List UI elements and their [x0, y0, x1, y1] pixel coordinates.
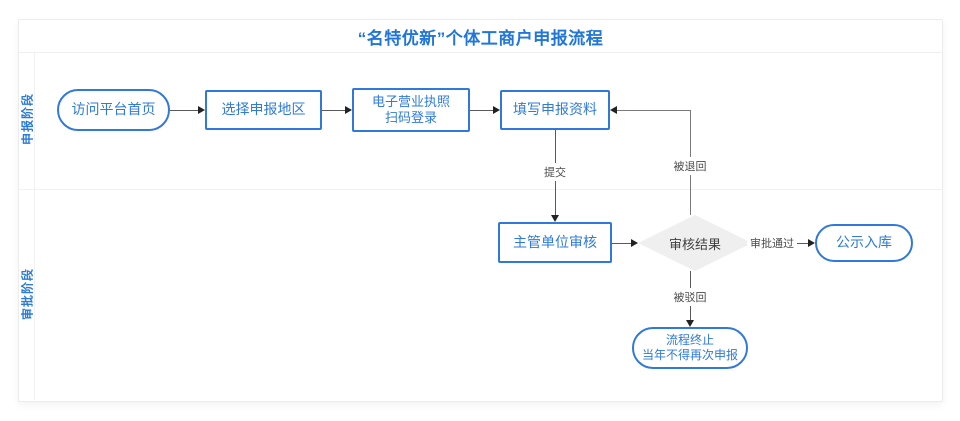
node-select-region-label: 选择申报地区 [221, 101, 306, 118]
arrowhead-down-icon [686, 320, 694, 327]
arrowhead-right-icon [493, 106, 500, 114]
lane-label-declare: 申报阶段 [20, 92, 35, 146]
node-authority-review: 主管单位审核 [498, 222, 612, 263]
arrowhead-right-icon [198, 106, 205, 114]
node-fill-materials: 填写申报资料 [500, 90, 610, 130]
node-authority-review-label: 主管单位审核 [513, 233, 597, 250]
edge-review-to-result [612, 243, 631, 244]
edge-returned-horizontal [617, 110, 691, 111]
title-band: “名特优新”个体工商户申报流程 [19, 20, 942, 53]
edge-label-submit: 提交 [541, 163, 569, 181]
edge-label-rejected: 被驳回 [670, 288, 710, 306]
edge-label-returned: 被退回 [670, 157, 710, 175]
arrowhead-down-icon [551, 215, 559, 222]
flowchart-card: “名特优新”个体工商户申报流程 [18, 19, 943, 402]
arrowhead-right-icon [631, 239, 638, 247]
edge-visit-to-region [170, 110, 198, 111]
edge-region-to-license [322, 110, 345, 111]
node-review-result-label: 审核结果 [668, 236, 721, 252]
node-process-end-line2: 当年不得再次申报 [641, 348, 738, 362]
node-visit-homepage: 访问平台首页 [57, 89, 170, 131]
node-license-login-line2: 扫码登录 [384, 110, 437, 125]
node-process-end-line1: 流程终止 [665, 333, 714, 347]
node-publish-store-label: 公示入库 [836, 234, 892, 251]
arrowhead-right-icon [808, 239, 815, 247]
lane-label-strip-divider [34, 52, 35, 400]
page-title: “名特优新”个体工商户申报流程 [357, 28, 604, 48]
arrowhead-right-icon [345, 106, 352, 114]
node-publish-store: 公示入库 [815, 224, 913, 262]
node-license-login: 电子营业执照 扫码登录 [352, 88, 470, 132]
lane-label-approve: 审批阶段 [20, 267, 35, 321]
lane-divider [19, 189, 942, 190]
edge-license-to-fill [470, 110, 493, 111]
node-process-end: 流程终止 当年不得再次申报 [632, 327, 748, 369]
arrowhead-left-icon [610, 106, 617, 114]
node-license-login-line1: 电子营业执照 [371, 93, 450, 109]
edge-label-approved: 审批通过 [747, 234, 797, 252]
node-select-region: 选择申报地区 [205, 90, 322, 130]
node-visit-homepage-label: 访问平台首页 [71, 101, 156, 118]
node-fill-materials-label: 填写申报资料 [513, 101, 597, 118]
